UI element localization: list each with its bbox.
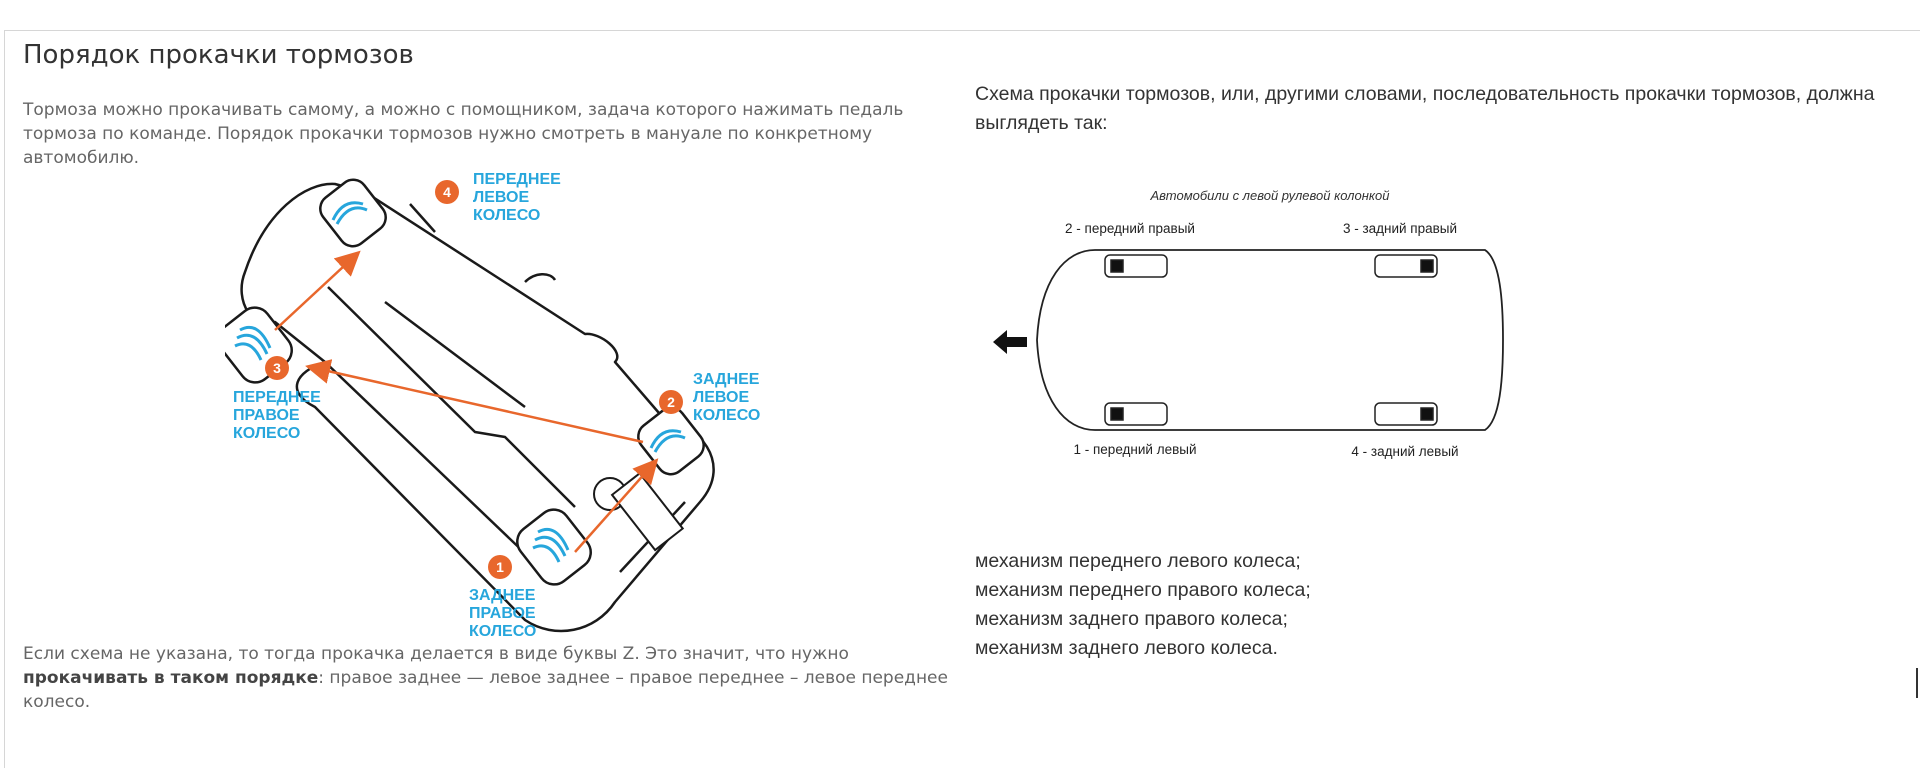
wheel-2-marker: 2 ЗАДНЕЕ ЛЕВОЕ КОЛЕСО	[659, 371, 760, 424]
svg-text:ПРАВОЕ: ПРАВОЕ	[233, 407, 300, 424]
svg-text:4: 4	[443, 184, 451, 200]
svg-text:3: 3	[273, 360, 281, 376]
list-item: механизм переднего правого колеса;	[975, 579, 1311, 601]
page-title: Порядок прокачки тормозов	[23, 40, 414, 70]
scheme-wheels	[1104, 254, 1438, 426]
bleeding-order-list: механизм переднего левого колеса; механи…	[975, 547, 1575, 663]
left-bottom-text: Если схема не указана, то тогда прокачка…	[23, 644, 948, 712]
wheel-1-marker: 1 ЗАДНЕЕ ПРАВОЕ КОЛЕСО	[469, 555, 536, 640]
svg-text:ПЕРЕДНЕЕ: ПЕРЕДНЕЕ	[233, 389, 321, 406]
scheme-title: Автомобили с левой рулевой колонкой	[1149, 188, 1389, 203]
wheel-3-marker: 3 ПЕРЕДНЕЕ ПРАВОЕ КОЛЕСО	[233, 356, 321, 442]
text-cursor	[1916, 668, 1918, 698]
svg-text:КОЛЕСО: КОЛЕСО	[233, 425, 300, 442]
svg-text:ПЕРЕДНЕЕ: ПЕРЕДНЕЕ	[473, 171, 561, 188]
svg-text:2: 2	[667, 394, 675, 410]
svg-text:КОЛЕСО: КОЛЕСО	[469, 623, 536, 640]
svg-text:ПРАВОЕ: ПРАВОЕ	[469, 605, 536, 622]
content-frame	[4, 30, 1920, 768]
label-front-right: 2 - передний правый	[1065, 221, 1195, 236]
label-front-left: 1 - передний левый	[1073, 442, 1196, 457]
scheme-car-outline	[1036, 249, 1504, 431]
label-rear-right: 3 - задний правый	[1343, 221, 1457, 236]
lhd-bleeding-scheme: Автомобили с левой рулевой колонкой 2 - …	[993, 188, 1504, 459]
label-rear-left: 4 - задний левый	[1351, 444, 1458, 459]
svg-text:КОЛЕСО: КОЛЕСО	[693, 407, 760, 424]
list-item: механизм заднего правого колеса;	[975, 608, 1288, 630]
car-body-outline	[240, 182, 715, 633]
svg-text:ЗАДНЕЕ: ЗАДНЕЕ	[693, 371, 760, 388]
bold-order-phrase: прокачивать в таком порядке	[23, 668, 319, 688]
bleeding-order-diagram: 4 ПЕРЕДНЕЕ ЛЕВОЕ КОЛЕСО 3 ПЕРЕДНЕЕ ПРАВО…	[225, 171, 760, 640]
drivetrain	[593, 471, 685, 552]
svg-text:ЛЕВОЕ: ЛЕВОЕ	[473, 189, 530, 206]
svg-text:1: 1	[496, 559, 504, 575]
direction-arrow-icon	[993, 330, 1027, 354]
wheel-4-marker: 4 ПЕРЕДНЕЕ ЛЕВОЕ КОЛЕСО	[435, 171, 561, 224]
svg-text:ЗАДНЕЕ: ЗАДНЕЕ	[469, 587, 536, 604]
list-item: механизм заднего левого колеса.	[975, 637, 1278, 659]
svg-text:ЛЕВОЕ: ЛЕВОЕ	[693, 389, 750, 406]
list-item: механизм переднего левого колеса;	[975, 550, 1301, 572]
left-intro-text: Тормоза можно прокачивать самому, а можн…	[23, 100, 904, 168]
brake-units	[225, 178, 705, 586]
right-intro-text: Схема прокачки тормозов, или, другими сл…	[975, 83, 1875, 134]
svg-text:КОЛЕСО: КОЛЕСО	[473, 207, 540, 224]
order-arrows	[274, 250, 659, 553]
